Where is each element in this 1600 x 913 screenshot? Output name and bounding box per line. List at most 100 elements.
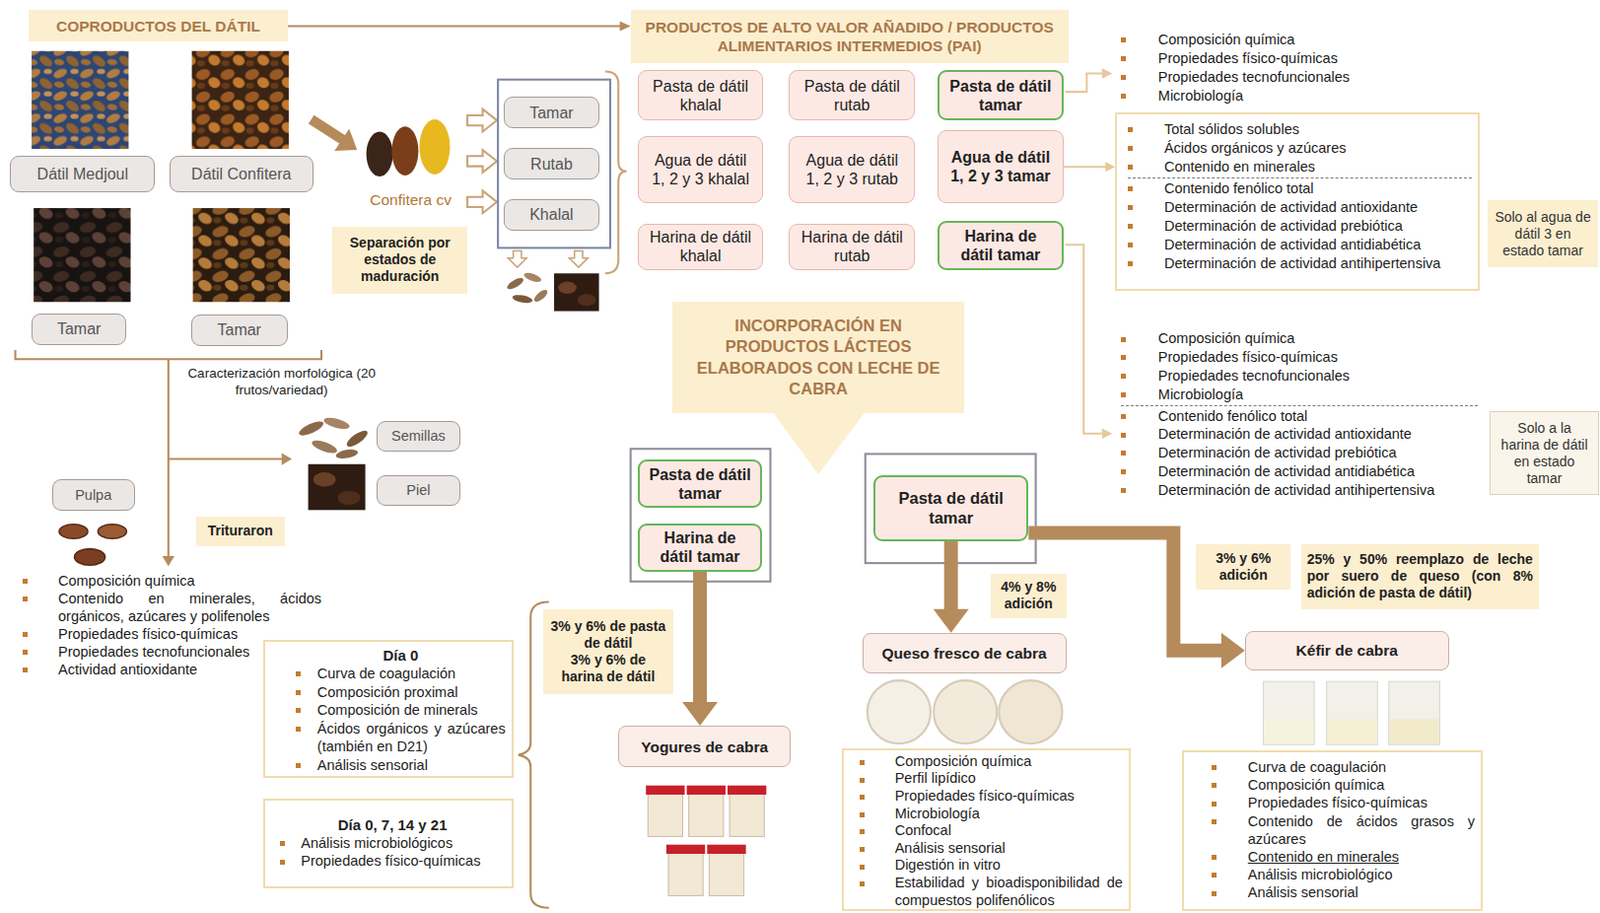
confitera-dates bbox=[366, 119, 451, 177]
process-arrows bbox=[605, 70, 627, 274]
date-parts bbox=[505, 276, 526, 292]
box-text: COPRODUCTOS DEL DÁTIL bbox=[56, 16, 261, 36]
box-text: Semillas bbox=[391, 426, 446, 446]
list-item: Contenido en minerales bbox=[1127, 157, 1472, 177]
cheese-photos bbox=[933, 680, 997, 744]
cheese-photos bbox=[867, 680, 931, 744]
box-text: Pasta de dátil tamar bbox=[947, 76, 1053, 115]
caption-label: Caracterización morfológica (20 frutos/v… bbox=[171, 364, 393, 399]
list-heading: Día 0 bbox=[295, 645, 506, 665]
box-text: Yogures de cabra bbox=[640, 737, 768, 757]
product-box: Agua de dátil 1, 2 y 3 tamar bbox=[937, 130, 1063, 203]
bullet-list: Composición químicaContenido en minerale… bbox=[22, 571, 322, 679]
product-box: Pasta de dátil tamar bbox=[937, 69, 1063, 121]
list-item: Composición química bbox=[1211, 775, 1475, 794]
list-item: Contenido de ácidos grasos y azúcares bbox=[1211, 812, 1475, 848]
date-parts bbox=[97, 524, 127, 539]
analysis-list-box: Curva de coagulaciónComposición químicaP… bbox=[1182, 750, 1483, 912]
process-arrows bbox=[311, 119, 344, 140]
product-box: Agua de dátil 1, 2 y 3 rutab bbox=[788, 136, 915, 204]
list-item: Propiedades físico-químicas bbox=[1211, 793, 1475, 812]
yogurt-jars bbox=[708, 848, 744, 897]
box-text: 3% y 6% de harina de dátil bbox=[549, 651, 668, 686]
connector-line bbox=[1063, 165, 1108, 168]
date-parts bbox=[557, 281, 577, 294]
process-arrows bbox=[281, 452, 292, 465]
date-parts bbox=[59, 271, 600, 565]
analysis-list-box: Día 0Curva de coagulaciónComposición pro… bbox=[263, 639, 514, 778]
label-band: PRODUCTOS DE ALTO VALOR AÑADIDO / PRODUC… bbox=[630, 9, 1069, 64]
variety-box: Tamar bbox=[191, 314, 288, 347]
process-arrows bbox=[162, 556, 175, 566]
product-box: Harina de dátil rutab bbox=[788, 223, 915, 272]
arrow-head bbox=[620, 20, 631, 31]
box-text: Pasta de dátil tamar bbox=[883, 487, 1019, 528]
yogurt-jars bbox=[729, 789, 765, 837]
box-text: Harina de dátil rutab bbox=[797, 227, 906, 266]
variety-box: Semillas bbox=[376, 420, 461, 451]
arrow-head bbox=[1221, 632, 1246, 669]
product-box: Harina de dátil khalal bbox=[637, 223, 764, 272]
list-item: Determinación de actividad antidiabética bbox=[1127, 235, 1472, 255]
dairy-product-box: Kéfir de cabra bbox=[1245, 630, 1450, 671]
process-arrows bbox=[15, 349, 323, 558]
list-heading: Día 0, 7, 14 y 21 bbox=[279, 815, 506, 835]
list-item: Curva de coagulación bbox=[1211, 758, 1475, 776]
arrow-head bbox=[1105, 161, 1115, 172]
list-item: Determinación de actividad antioxidante bbox=[1120, 424, 1478, 444]
box-text: Harina de dátil tamar bbox=[947, 226, 1053, 265]
date-photos bbox=[192, 51, 289, 149]
process-arrows bbox=[1065, 244, 1103, 433]
list-item: Contenido fenólico total bbox=[1127, 179, 1472, 199]
box-text: Solo a la harina de dátil en estado tama… bbox=[1496, 419, 1593, 487]
box-text: Harina de dátil tamar bbox=[647, 528, 753, 566]
process-arrows bbox=[1065, 72, 1103, 92]
label-band: Trituraron bbox=[196, 516, 285, 547]
date-photos bbox=[193, 208, 290, 302]
list-item: Ácidos orgánicos y azúcares (también en … bbox=[295, 719, 506, 757]
list-item: Estabilidad y bioadisponibilidad de comp… bbox=[859, 874, 1122, 909]
box-text: Agua de dátil 1, 2 y 3 tamar bbox=[946, 147, 1054, 186]
analysis-list-box: Total sólidos solublesÁcidos orgánicos y… bbox=[1114, 112, 1480, 291]
box-text: Dátil Confitera bbox=[191, 164, 291, 184]
cheese-photos bbox=[998, 680, 1062, 744]
list-item: Propiedades físico-químicas bbox=[1120, 347, 1478, 367]
yogurt-jars bbox=[668, 848, 703, 897]
label-band: 25% y 50% reemplazo de leche por suero d… bbox=[1301, 544, 1539, 610]
connector-line bbox=[944, 541, 959, 611]
arrow-head bbox=[682, 701, 718, 726]
box-text: Agua de dátil 1, 2 y 3 khalal bbox=[646, 150, 755, 189]
box-text: Solo al agua de dátil 3 en estado tamar bbox=[1493, 208, 1593, 260]
list-item: Contenido fenólico total bbox=[1120, 407, 1478, 426]
list-item: Determinación de actividad antihipertens… bbox=[1120, 481, 1478, 500]
label-band: 3% y 6% de pasta de dátil3% y 6% de hari… bbox=[543, 609, 674, 695]
list-item: Confocal bbox=[859, 822, 1122, 840]
product-box: Harina de dátil tamar bbox=[937, 220, 1063, 272]
grouping-frames bbox=[497, 79, 611, 249]
kefir-cups bbox=[1390, 718, 1440, 744]
box-text: Tamar bbox=[57, 319, 101, 339]
label-band: Separación por estados de maduración bbox=[332, 226, 468, 294]
connector-arrow bbox=[1063, 161, 1116, 172]
kefir-cups bbox=[1263, 718, 1314, 744]
process-arrows bbox=[467, 109, 497, 133]
list-item: Perfil lipídico bbox=[859, 769, 1122, 788]
caption-label: Confitera cv bbox=[351, 190, 470, 209]
dashed-divider bbox=[1127, 177, 1472, 179]
list-item: Contenido en minerales bbox=[1211, 847, 1475, 866]
box-text: Pulpa bbox=[74, 486, 112, 505]
date-parts bbox=[74, 549, 106, 566]
box-text: Piel bbox=[406, 481, 430, 500]
confitera-dates bbox=[366, 131, 394, 177]
date-parts bbox=[297, 418, 326, 439]
list-item: Determinación de actividad antioxidante bbox=[1127, 198, 1472, 217]
date-parts bbox=[554, 273, 600, 311]
process-arrows bbox=[1102, 428, 1113, 439]
box-text: Pasta de dátil tamar bbox=[647, 465, 753, 503]
variety-box: Tamar bbox=[503, 96, 599, 129]
list-item: Contenido en minerales, ácidos orgánicos… bbox=[22, 589, 322, 626]
confitera-dates bbox=[391, 126, 418, 176]
list-item: Determinación de actividad prebiótica bbox=[1120, 443, 1478, 463]
kefir-cups bbox=[1326, 681, 1379, 745]
